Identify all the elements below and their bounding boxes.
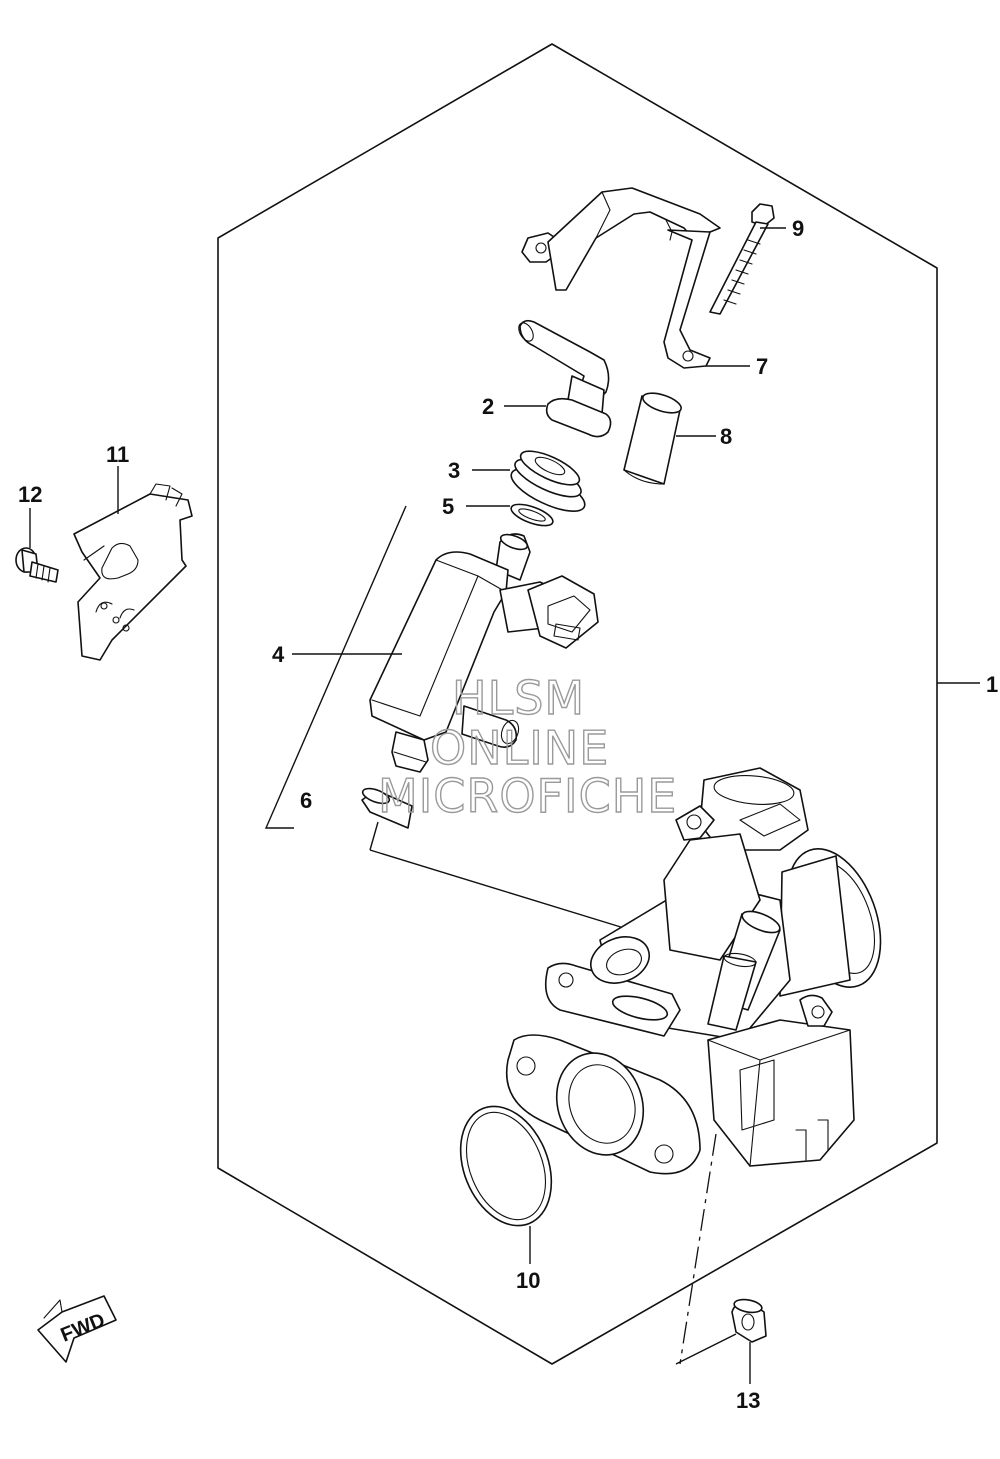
install-line-13 bbox=[679, 1133, 717, 1365]
o-ring-large-part bbox=[459, 1105, 553, 1227]
watermark-line3: MICROFICHE bbox=[378, 769, 677, 823]
callout-label-2: 2 bbox=[482, 394, 494, 419]
spacer-collar-part bbox=[623, 392, 682, 485]
install-line-6 bbox=[369, 821, 625, 929]
throttle-body-part bbox=[506, 767, 882, 1175]
cushion-grommet-part bbox=[510, 450, 586, 512]
long-screw-part bbox=[709, 203, 775, 315]
callout-label-5: 5 bbox=[442, 494, 454, 519]
seal-lower-part bbox=[361, 787, 413, 829]
watermark-line2: ONLINE bbox=[430, 721, 609, 775]
callout-label-7: 7 bbox=[756, 354, 768, 379]
bracket-13 bbox=[675, 1333, 737, 1365]
fuel-injector-part bbox=[369, 533, 599, 773]
callout-label-8: 8 bbox=[720, 424, 732, 449]
bracket-5-6 bbox=[264, 505, 407, 829]
callout-label-12: 12 bbox=[18, 482, 42, 507]
injector-cap-hose-joint-part bbox=[518, 319, 612, 438]
callout-label-4: 4 bbox=[272, 642, 285, 667]
nut-part bbox=[731, 1298, 767, 1343]
callout-label-9: 9 bbox=[792, 216, 804, 241]
watermark-line1: HLSM bbox=[452, 671, 585, 725]
o-ring-upper-part bbox=[510, 503, 554, 527]
callout-label-1: 1 bbox=[986, 672, 998, 697]
callout-label-3: 3 bbox=[448, 458, 460, 483]
callout-label-13: 13 bbox=[736, 1388, 760, 1413]
callout-label-6: 6 bbox=[300, 788, 312, 813]
assembly-frame bbox=[217, 43, 938, 1365]
callout-label-10: 10 bbox=[516, 1268, 540, 1293]
bolt-part bbox=[15, 547, 59, 583]
cable-bracket-part bbox=[73, 483, 193, 661]
callout-label-11: 11 bbox=[106, 442, 129, 467]
fwd-direction-badge: FWD bbox=[37, 1295, 117, 1363]
